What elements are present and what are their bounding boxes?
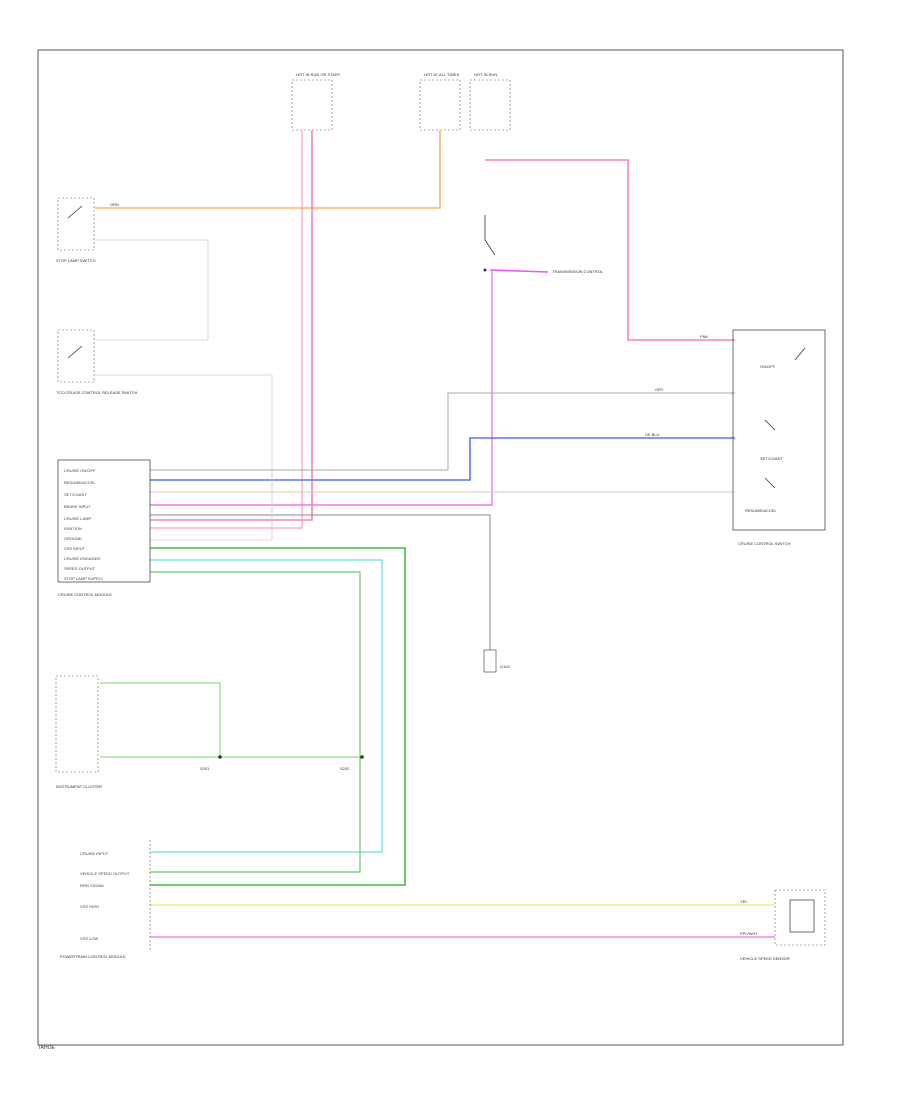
fuse-label-2: HOT AT ALL TIMES	[424, 72, 459, 77]
svg-text:CRUISE LAMP: CRUISE LAMP	[64, 516, 91, 521]
wire-blue-resume	[150, 437, 735, 481]
svg-text:ORN: ORN	[110, 202, 119, 207]
svg-text:PPL/WHT: PPL/WHT	[740, 931, 758, 936]
svg-text:GROUND: GROUND	[64, 536, 82, 541]
svg-text:POWERTRAIN CONTROL MODULE: POWERTRAIN CONTROL MODULE	[60, 954, 126, 959]
svg-text:ON/OFF: ON/OFF	[760, 364, 776, 369]
fuse-hot-in-run: HOT IN RUN	[469, 72, 511, 131]
instrument-cluster: INSTRUMENT CLUSTER S201 S202	[55, 675, 364, 789]
wire-orange	[95, 130, 441, 209]
svg-text:STOP LAMP SUPPLY: STOP LAMP SUPPLY	[64, 576, 104, 581]
svg-text:STOP LAMP SWITCH: STOP LAMP SWITCH	[56, 258, 96, 263]
wire-green-cluster	[100, 682, 221, 758]
cruise-control-module: CRUISE ON/OFF RESUME/ACCEL SET/COAST BRA…	[57, 459, 151, 597]
svg-text:RESUME/ACCEL: RESUME/ACCEL	[64, 480, 96, 485]
wire-pink-switch	[485, 159, 735, 341]
svg-text:TCC/CRUISE CONTROL RELEASE SWI: TCC/CRUISE CONTROL RELEASE SWITCH	[56, 390, 138, 395]
svg-text:VSS LOW: VSS LOW	[80, 936, 98, 941]
wire-gray-1	[150, 392, 735, 471]
wire-gray-brake-sw	[95, 239, 209, 341]
wire-pink-ignition-b	[150, 130, 303, 529]
powertrain-control-module: CRUISE INPUT VEHICLE SPEED OUTPUT RPM SI…	[60, 840, 151, 959]
fuse-label-3: HOT IN RUN	[474, 72, 497, 77]
svg-text:RESUME/ACCEL: RESUME/ACCEL	[745, 508, 777, 513]
svg-text:TRANSMISSION CONTROL: TRANSMISSION CONTROL	[552, 269, 604, 274]
brake-switch-center	[483, 215, 496, 272]
svg-text:CRUISE CONTROL SWITCH: CRUISE CONTROL SWITCH	[738, 541, 791, 546]
wire-black-ground	[150, 514, 491, 650]
stop-lamp-switch: STOP LAMP SWITCH	[56, 197, 96, 263]
svg-text:G104: G104	[500, 664, 511, 669]
svg-text:YEL: YEL	[740, 899, 748, 904]
svg-text:SPEED OUTPUT: SPEED OUTPUT	[64, 566, 96, 571]
tcc-release-switch: TCC/CRUISE CONTROL RELEASE SWITCH	[56, 329, 138, 395]
svg-text:RPM SIGNAL: RPM SIGNAL	[80, 883, 105, 888]
wire-green-1	[150, 547, 406, 886]
svg-text:PNK: PNK	[700, 334, 709, 339]
diagram-code: TAHOE	[38, 1045, 55, 1051]
vehicle-speed-sensor: VEHICLE SPEED SENSOR	[740, 889, 826, 961]
wire-light-blue	[150, 559, 383, 853]
svg-text:IGNITION: IGNITION	[64, 526, 82, 531]
cruise-control-switch: ON/OFF SET/COAST RESUME/ACCEL CRUISE CON…	[732, 329, 826, 546]
svg-text:S202: S202	[340, 766, 350, 771]
svg-text:VSS HIGH: VSS HIGH	[80, 904, 99, 909]
svg-text:SET/COAST: SET/COAST	[760, 456, 783, 461]
svg-text:SET/COAST: SET/COAST	[64, 492, 87, 497]
splice-s202	[360, 755, 364, 759]
ground-symbol	[483, 649, 497, 673]
splice-s201	[218, 755, 222, 759]
svg-text:VSS INPUT: VSS INPUT	[64, 546, 86, 551]
fuse-hot-at-all-times: HOT AT ALL TIMES	[419, 72, 461, 131]
wire-gray-brake-sw-2	[95, 374, 273, 541]
svg-text:CRUISE ON/OFF: CRUISE ON/OFF	[64, 468, 96, 473]
svg-text:VEHICLE SPEED SENSOR: VEHICLE SPEED SENSOR	[740, 956, 790, 961]
svg-text:VEHICLE SPEED OUTPUT: VEHICLE SPEED OUTPUT	[80, 871, 130, 876]
fuse-hot-in-run-start: HOT IN RUN OR START	[291, 72, 341, 131]
svg-text:BRAKE INPUT: BRAKE INPUT	[64, 504, 91, 509]
wire-green-2	[150, 571, 361, 873]
svg-text:DK BLU: DK BLU	[645, 432, 660, 437]
svg-text:CRUISE ENGAGED: CRUISE ENGAGED	[64, 556, 100, 561]
svg-text:S201: S201	[200, 766, 210, 771]
svg-text:CRUISE INPUT: CRUISE INPUT	[80, 851, 109, 856]
fuse-label-1: HOT IN RUN OR START	[296, 72, 341, 77]
wire-magenta-brake	[489, 269, 549, 273]
wire-magenta-module	[150, 270, 493, 506]
svg-text:GRY: GRY	[655, 387, 664, 392]
svg-text:CRUISE CONTROL MODULE: CRUISE CONTROL MODULE	[58, 592, 112, 597]
wire-pink-ignition	[150, 130, 313, 521]
svg-text:INSTRUMENT CLUSTER: INSTRUMENT CLUSTER	[56, 784, 102, 789]
diagram-frame	[37, 49, 844, 1046]
